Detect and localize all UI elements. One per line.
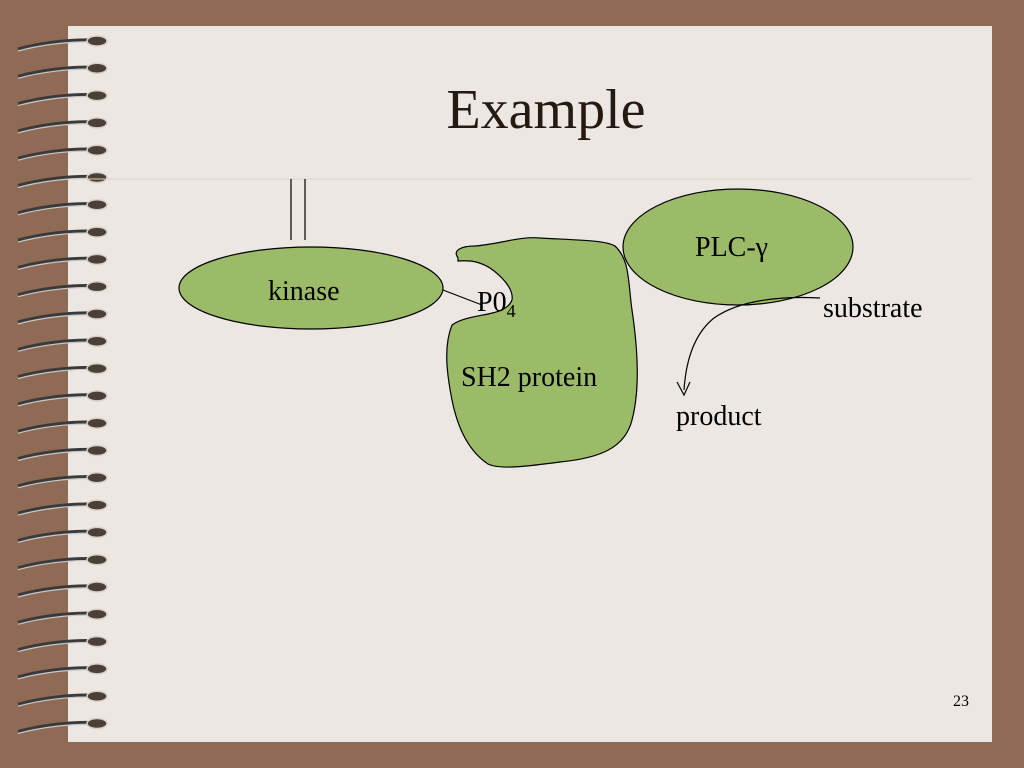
spiral-ring <box>17 171 108 189</box>
phosphate-label-main: P0 <box>477 287 507 318</box>
substrate-label: substrate <box>823 293 923 324</box>
spiral-ring <box>17 472 108 489</box>
spiral-ring <box>17 199 108 216</box>
spiral-ring <box>17 690 108 707</box>
spiral-ring <box>17 35 108 52</box>
plc-gamma-label: PLC-γ <box>695 232 769 263</box>
slide-title: Example <box>446 79 646 141</box>
spiral-binding <box>17 35 108 735</box>
spiral-ring <box>17 280 108 298</box>
spiral-ring <box>17 362 108 380</box>
spiral-ring <box>17 635 108 653</box>
sh2-protein-node <box>446 237 638 468</box>
phosphate-connector <box>442 289 483 306</box>
slide-number: 23 <box>953 693 969 710</box>
spiral-ring <box>17 144 108 161</box>
phosphate-label-subscript: 4 <box>506 301 516 321</box>
spiral-ring <box>17 444 108 462</box>
spiral-ring <box>17 226 108 243</box>
spiral-ring <box>17 253 108 270</box>
spiral-ring <box>17 663 108 680</box>
kinase-label: kinase <box>268 276 340 307</box>
spiral-ring <box>17 717 108 735</box>
spiral-ring <box>17 526 108 543</box>
spiral-ring <box>17 62 108 79</box>
phosphate-label: P04 <box>477 287 516 322</box>
spiral-ring <box>17 89 108 107</box>
spiral-ring <box>17 553 108 571</box>
arrow-head <box>676 381 691 397</box>
spiral-ring <box>17 390 108 407</box>
spiral-ring <box>17 608 108 625</box>
spiral-ring <box>17 581 108 598</box>
plc-gamma-node <box>622 188 854 306</box>
spiral-ring <box>17 308 108 325</box>
spiral-ring <box>17 499 108 516</box>
spiral-ring <box>17 335 108 352</box>
kinase-node <box>178 246 444 330</box>
product-label: product <box>676 401 762 432</box>
spiral-ring <box>17 117 108 134</box>
spiral-ring <box>17 417 108 434</box>
sh2-protein-label: SH2 protein <box>461 362 598 393</box>
reaction-arrow <box>683 296 821 391</box>
